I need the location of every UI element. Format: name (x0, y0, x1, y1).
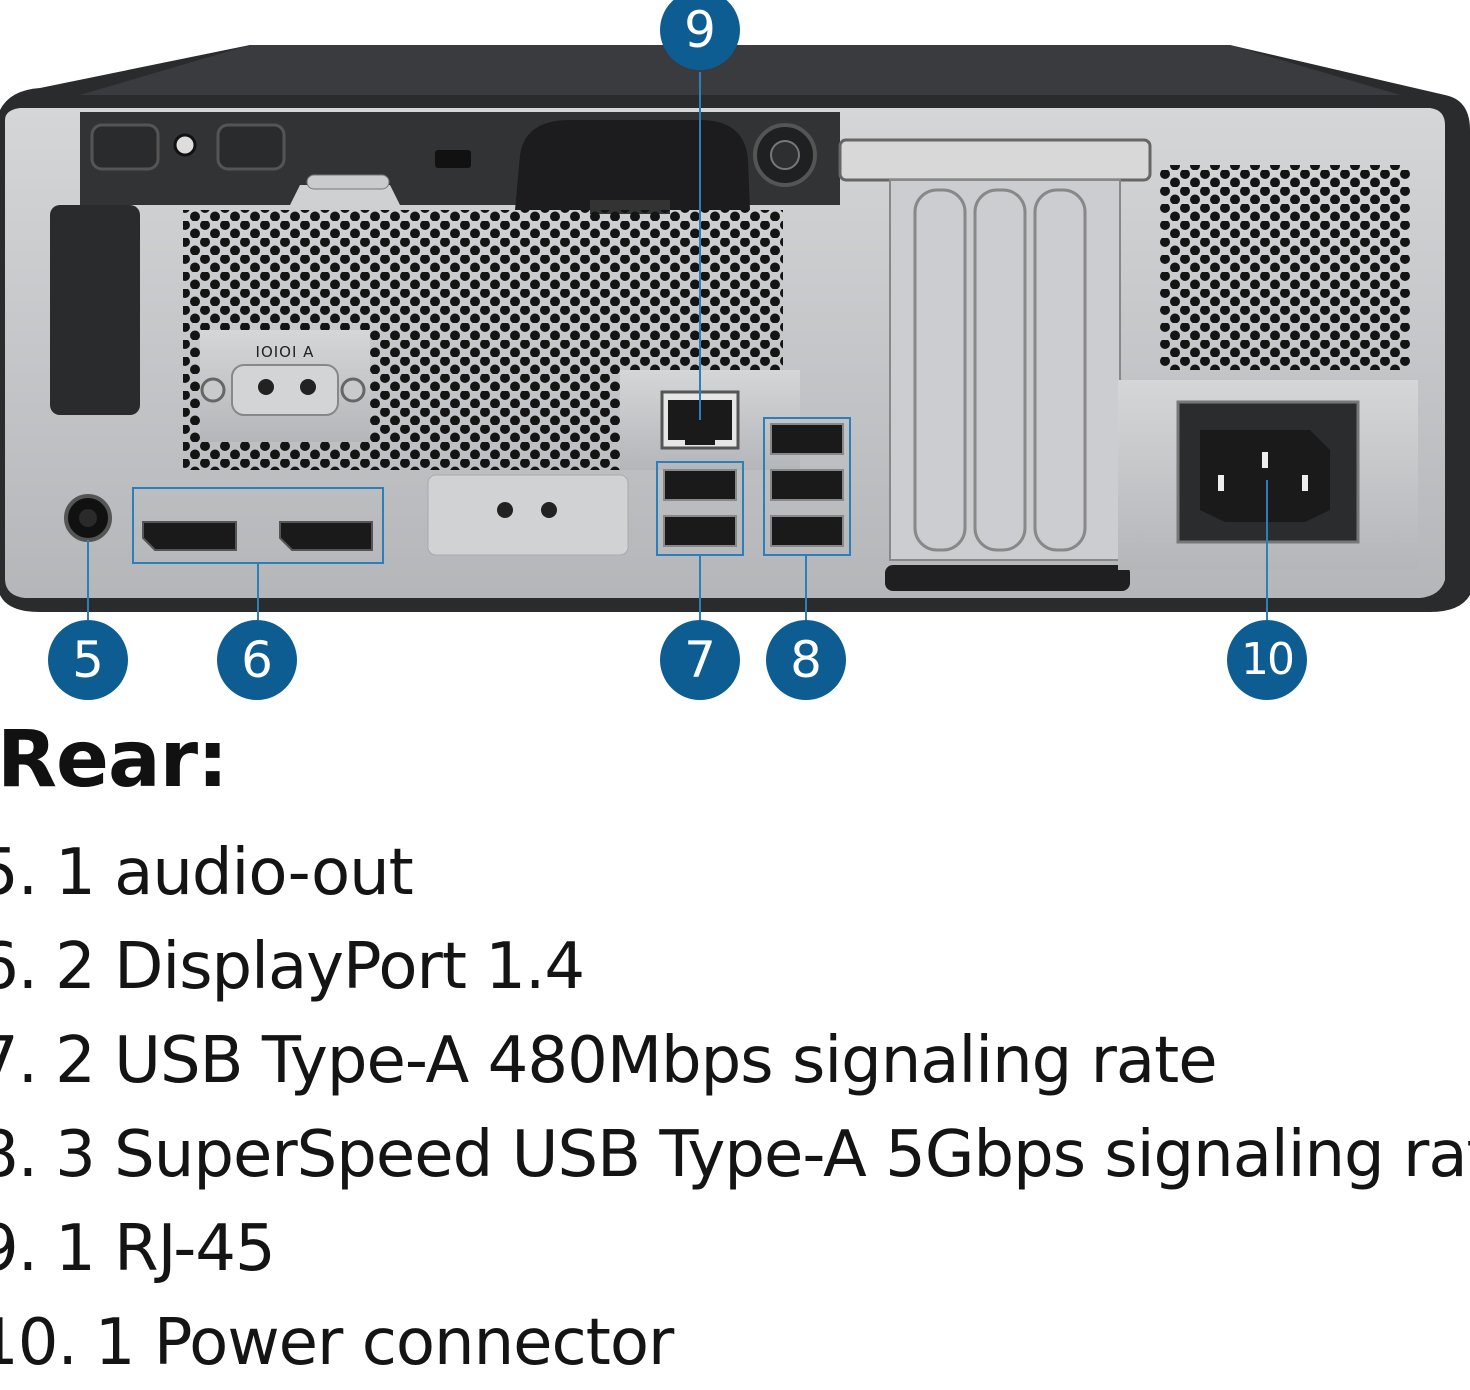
psu-vent-grid (1160, 165, 1410, 370)
top-button-left (90, 123, 160, 171)
port-description: 1 audio-out (55, 836, 414, 910)
rear-panel-diagram: IOIOI A (0, 0, 1470, 700)
lock-slot (435, 150, 471, 168)
bottom-slot-bar (885, 565, 1130, 591)
chassis-top (80, 45, 1400, 95)
port-list-item: 10.1 Power connector (0, 1296, 1470, 1390)
callout-5: 5 (48, 620, 128, 700)
port-list-item: 8.3 SuperSpeed USB Type-A 5Gbps signalin… (0, 1108, 1470, 1202)
port-description: 1 RJ-45 (55, 1212, 276, 1286)
usb3-port-2 (770, 469, 844, 501)
handle (515, 120, 750, 210)
port-list-item: 7.2 USB Type-A 480Mbps signaling rate (0, 1014, 1470, 1108)
section-title: Rear: (0, 715, 228, 805)
callout-9: 9 (660, 0, 740, 70)
usb2-port-1 (663, 469, 737, 501)
serial-port-label: IOIOI A (256, 343, 315, 361)
port-list-item: 9.1 RJ-45 (0, 1202, 1470, 1296)
top-button-right (216, 123, 286, 171)
port-number: 9. (0, 1212, 38, 1286)
port-number: 7. (0, 1024, 38, 1098)
top-led (173, 133, 197, 157)
usb2-port-2 (663, 515, 737, 547)
callout-8: 8 (766, 620, 846, 700)
power-connector (1200, 430, 1330, 522)
callout-10: 10 (1227, 620, 1307, 700)
blank-cover (427, 474, 629, 556)
port-description: 1 Power connector (94, 1306, 674, 1380)
rear-panel-illustration: IOIOI A (0, 45, 1470, 620)
port-number: 8. (0, 1118, 38, 1192)
port-description: 2 DisplayPort 1.4 (55, 930, 585, 1004)
callout-6: 6 (217, 620, 297, 700)
expansion-bracket (838, 138, 1152, 182)
port-description: 3 SuperSpeed USB Type-A 5Gbps signaling … (55, 1118, 1470, 1192)
port-number: 6. (0, 930, 38, 1004)
displayport-2 (279, 521, 373, 551)
expansion-slots (889, 179, 1121, 561)
callout-leader-lines (87, 72, 1268, 620)
side-tab (50, 205, 140, 415)
port-list-item: 6.2 DisplayPort 1.4 (0, 920, 1470, 1014)
port-list: 5.1 audio-out6.2 DisplayPort 1.47.2 USB … (0, 826, 1470, 1390)
port-number: 10. (0, 1306, 78, 1380)
port-description: 2 USB Type-A 480Mbps signaling rate (55, 1024, 1218, 1098)
port-list-item: 5.1 audio-out (0, 826, 1470, 920)
usb3-port-3 (770, 515, 844, 547)
release-latch (306, 174, 390, 190)
port-number: 5. (0, 836, 38, 910)
displayport-1 (142, 521, 237, 551)
callout-7: 7 (660, 620, 740, 700)
usb3-port-1 (770, 423, 844, 455)
